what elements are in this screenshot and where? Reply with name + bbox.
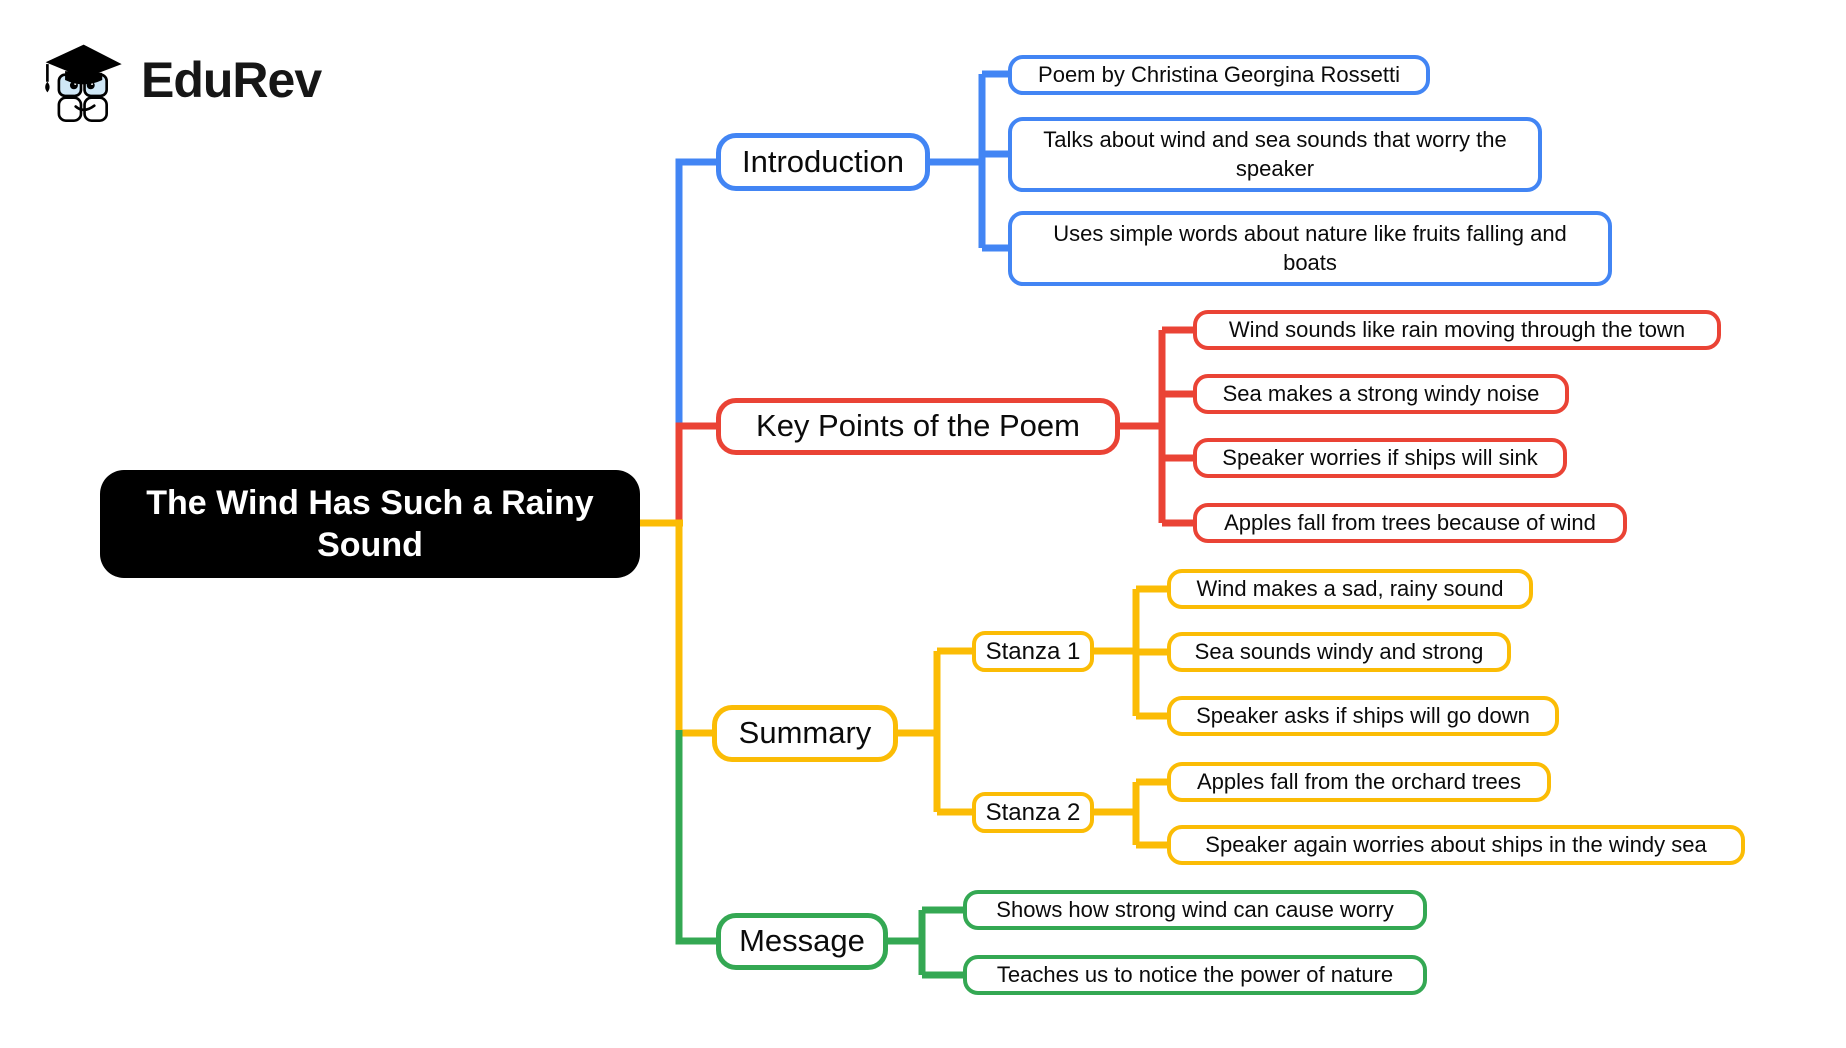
leaf-keypoint-sea: Sea makes a strong windy noise [1193, 374, 1569, 414]
edurev-mascot-icon [45, 44, 122, 123]
wire-summary-stanzas [894, 647, 976, 816]
graduation-cap-band-icon [65, 71, 103, 85]
leaf-message-worry: Shows how strong wind can cause worry [963, 890, 1427, 930]
brand-name: EduRev [141, 52, 322, 108]
branch-key-points: Key Points of the Poem [716, 398, 1120, 455]
leaf-stanza1-ships: Speaker asks if ships will go down [1167, 696, 1559, 736]
leaf-intro-topic: Talks about wind and sea sounds that wor… [1008, 117, 1542, 192]
edurev-logo[interactable]: EduRev [35, 34, 322, 126]
leaf-stanza1-sea: Sea sounds windy and strong [1167, 632, 1511, 672]
smile-icon [74, 104, 96, 112]
wire-message-children [882, 906, 967, 979]
wire-message [675, 730, 718, 945]
leaf-keypoint-ships: Speaker worries if ships will sink [1193, 438, 1567, 478]
subbranch-stanza-2: Stanza 2 [972, 792, 1094, 833]
branch-summary: Summary [712, 705, 898, 762]
leaf-keypoint-apples: Apples fall from trees because of wind [1193, 503, 1627, 543]
tassel-end-icon [45, 81, 50, 93]
leaf-intro-style: Uses simple words about nature like frui… [1008, 211, 1612, 286]
wire-stanza2-children [1088, 778, 1171, 849]
wire-keypoints-children [1114, 326, 1197, 527]
wire-introduction-children [926, 70, 1010, 252]
branch-message: Message [716, 913, 888, 970]
leaf-keypoint-wind: Wind sounds like rain moving through the… [1193, 310, 1721, 350]
wire-introduction [675, 158, 718, 427]
leaf-intro-author: Poem by Christina Georgina Rossetti [1008, 55, 1430, 95]
leaf-message-nature: Teaches us to notice the power of nature [963, 955, 1427, 995]
root-node: The Wind Has Such a Rainy Sound [100, 470, 640, 578]
graduation-cap-icon [45, 44, 122, 79]
wire-summary [637, 519, 715, 737]
wire-stanza1-children [1088, 585, 1171, 720]
wire-keypoints [675, 422, 718, 527]
branch-introduction: Introduction [716, 133, 930, 191]
leaf-stanza2-apples: Apples fall from the orchard trees [1167, 762, 1551, 802]
leaf-stanza1-wind: Wind makes a sad, rainy sound [1167, 569, 1533, 609]
leaf-stanza2-ships: Speaker again worries about ships in the… [1167, 825, 1745, 865]
subbranch-stanza-1: Stanza 1 [972, 631, 1094, 672]
